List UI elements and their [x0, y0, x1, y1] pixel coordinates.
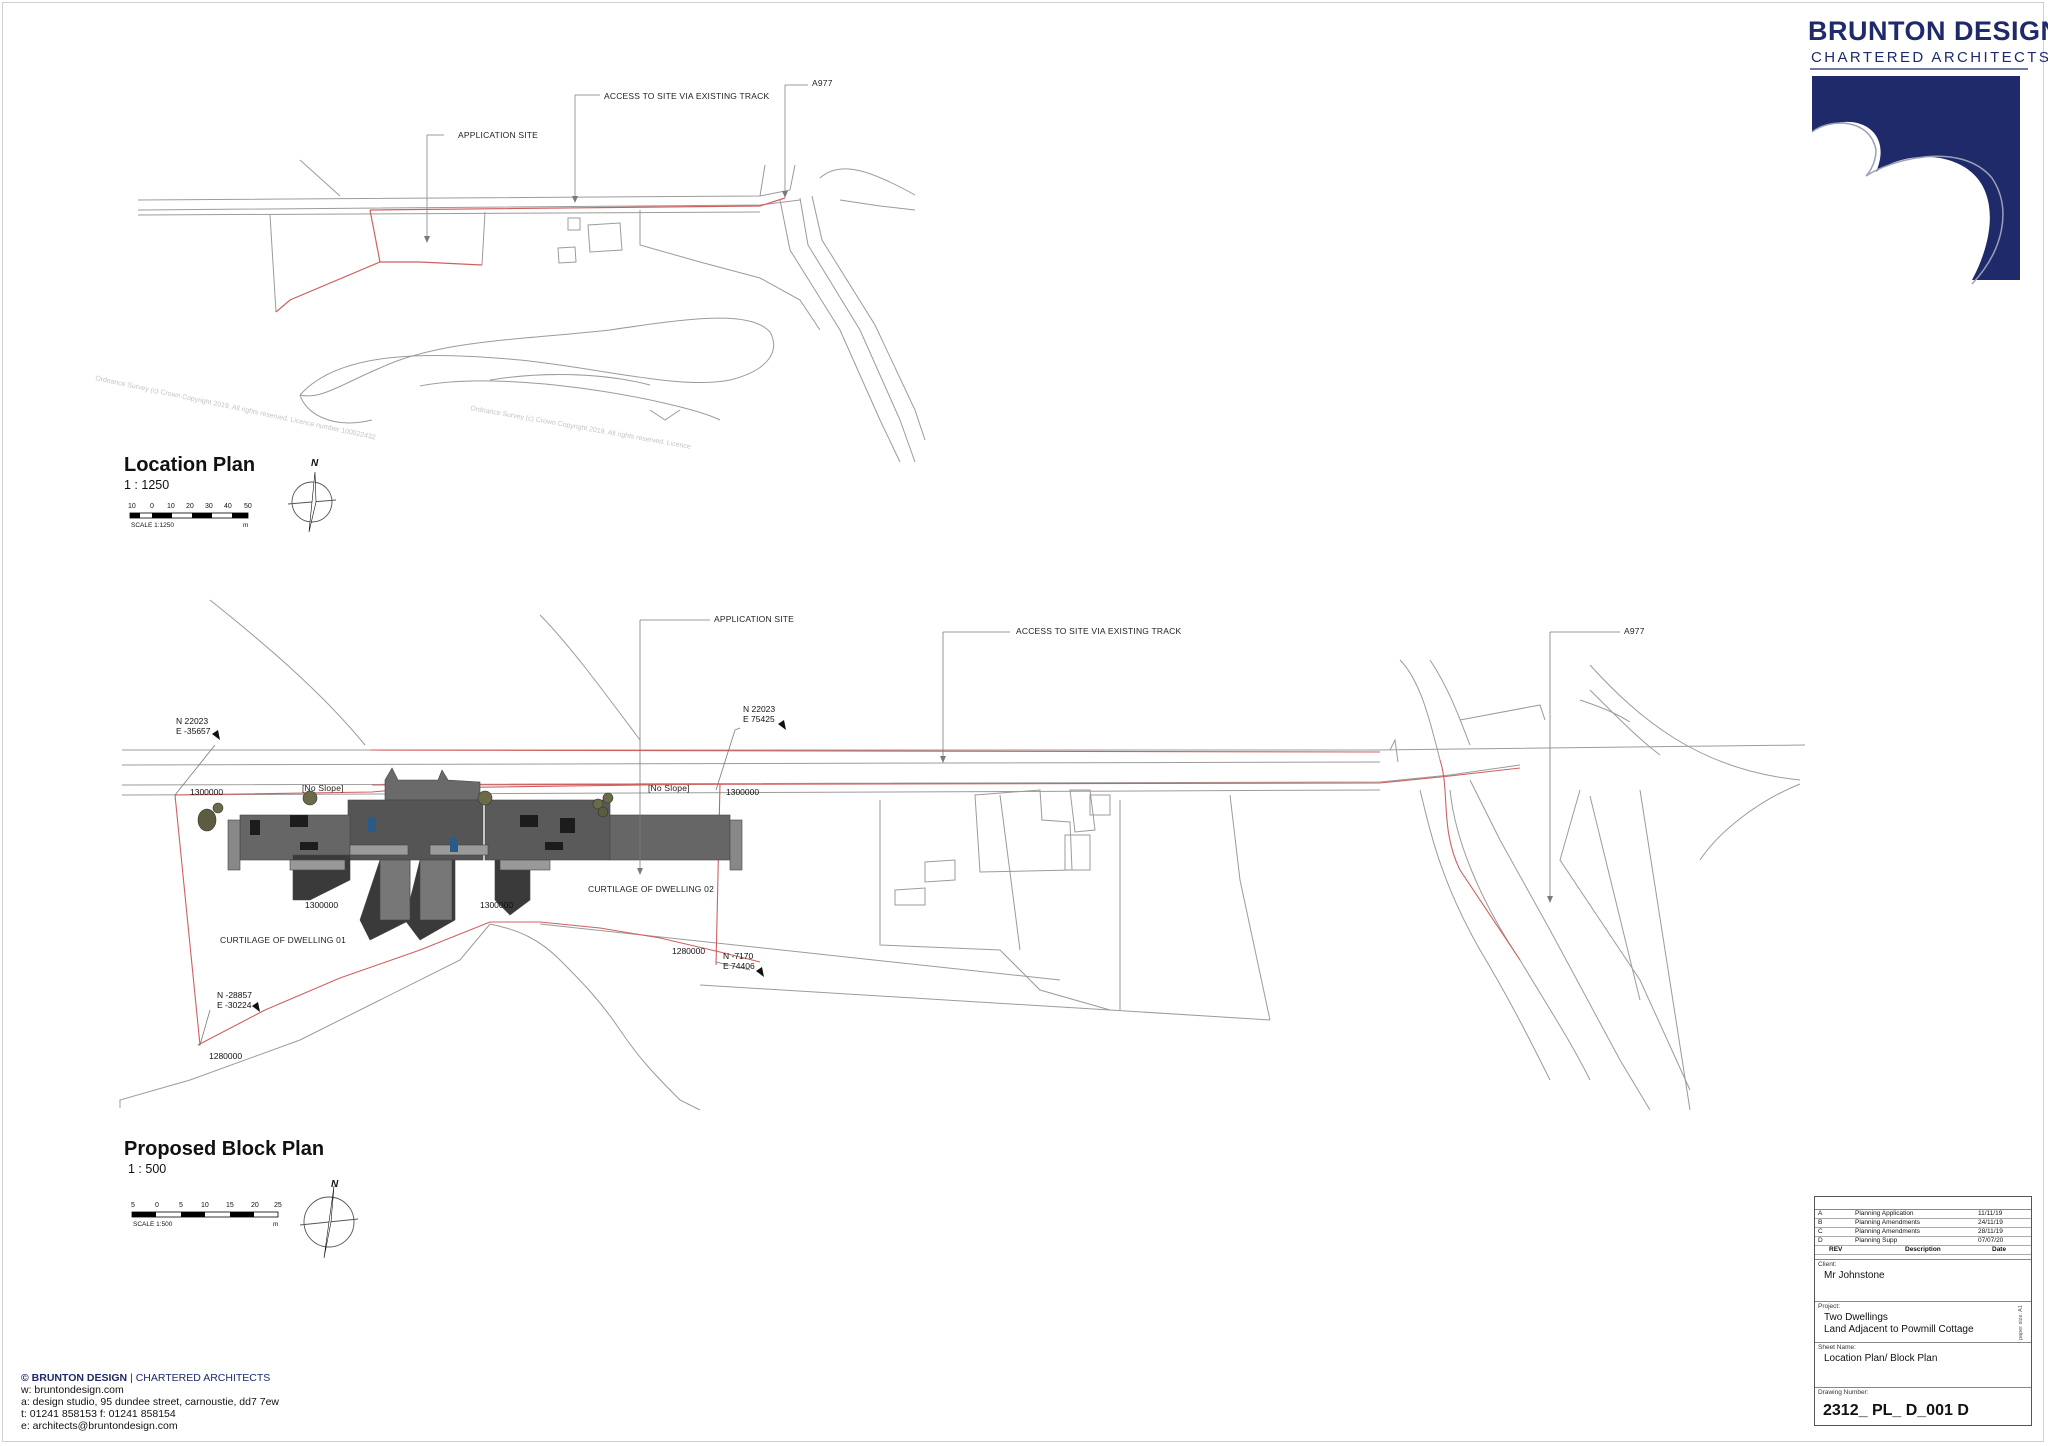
footer-brand-name: © BRUNTON DESIGN	[21, 1372, 128, 1384]
level-label: 1300000	[190, 787, 224, 797]
logo-title: BRUNTON DESIGN	[1808, 16, 2048, 46]
block-plan-title: Proposed Block Plan	[124, 1138, 325, 1160]
drawing-number-section: Drawing Number: 2312_ PL_ D_001 D	[1815, 1387, 2031, 1419]
level-label: 1280000	[209, 1051, 243, 1061]
location-application-site-label: APPLICATION SITE	[458, 130, 539, 140]
footer-email: e: architects@bruntondesign.com	[21, 1420, 178, 1432]
location-access-label: ACCESS TO SITE VIA EXISTING TRACK	[604, 91, 770, 101]
level-label: 1300000	[726, 787, 760, 797]
client-name: Mr Johnstone	[1824, 1270, 1885, 1281]
project-line-2: Land Adjacent to Powmill Cottage	[1824, 1324, 1974, 1335]
footer-phone: t: 01241 858153 f: 01241 858154	[21, 1408, 176, 1420]
client-section: Client: Mr Johnstone	[1815, 1259, 2031, 1281]
logo-subtitle: CHARTERED ARCHITECTS	[1811, 49, 2048, 66]
footer-brand: © BRUNTON DESIGN | CHARTERED ARCHITECTS	[21, 1372, 270, 1384]
paper-size-label: paper size: A1	[2018, 1305, 2024, 1340]
level-label: 1300000	[480, 900, 514, 910]
footer-brand-suffix: | CHARTERED ARCHITECTS	[130, 1372, 271, 1384]
footer-web: w: bruntondesign.com	[21, 1384, 124, 1396]
footer-address: a: design studio, 95 dundee street, carn…	[21, 1396, 280, 1408]
block-access-label: ACCESS TO SITE VIA EXISTING TRACK	[1016, 626, 1182, 636]
curtilage-dwelling-01-label: CURTILAGE OF DWELLING 01	[220, 935, 347, 945]
block-plan-scale: 1 : 500	[128, 1162, 167, 1176]
block-a977-label: A977	[1624, 626, 1645, 636]
sheet-name: Location Plan/ Block Plan	[1824, 1353, 1938, 1364]
block-north-label: N	[331, 1179, 339, 1190]
curtilage-dwelling-02-label: CURTILAGE OF DWELLING 02	[588, 884, 715, 894]
block-application-site-label: APPLICATION SITE	[714, 614, 795, 624]
project-line-1: Two Dwellings	[1824, 1312, 1888, 1323]
drawing-number: 2312_ PL_ D_001 D	[1823, 1402, 1969, 1419]
no-slope-label-2: [No Slope]	[648, 783, 690, 793]
location-plan-title: Location Plan	[124, 454, 256, 476]
sheet-section: Sheet Name: Location Plan/ Block Plan	[1815, 1342, 2031, 1364]
location-plan-scale: 1 : 1250	[124, 478, 170, 492]
level-label: 1300000	[305, 900, 339, 910]
no-slope-label-1: [No Slope]	[302, 783, 344, 793]
location-north-label: N	[311, 458, 319, 469]
location-a977-label: A977	[812, 78, 833, 88]
level-label: 1280000	[672, 946, 706, 956]
project-section: Project: Two Dwellings Land Adjacent to …	[1815, 1301, 2031, 1335]
